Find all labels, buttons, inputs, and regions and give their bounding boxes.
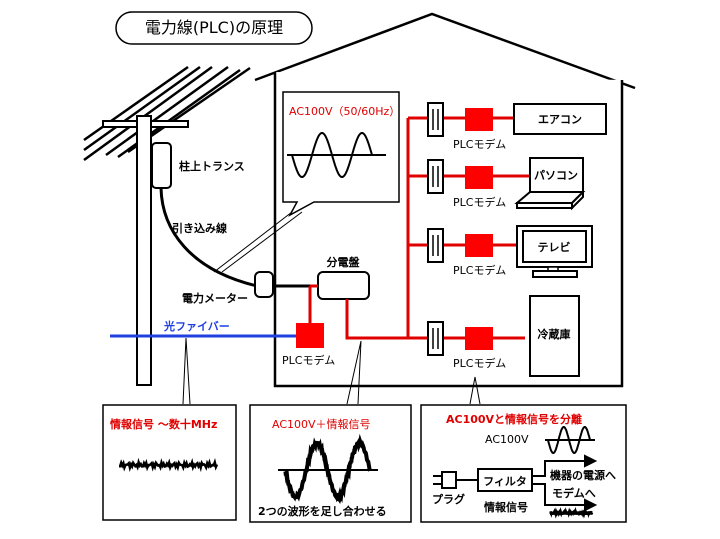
to-modem-label: モデムへ bbox=[552, 486, 596, 500]
ac-sine-wave bbox=[291, 132, 373, 178]
output-arrows bbox=[532, 454, 598, 512]
fridge-box bbox=[529, 295, 580, 377]
entry-plc-modem bbox=[296, 323, 324, 348]
plc-modem bbox=[465, 234, 493, 257]
electricity-meter bbox=[254, 271, 274, 298]
modem-label: PLCモデム bbox=[453, 263, 506, 277]
modem-label: PLCモデム bbox=[453, 356, 506, 370]
transformer-label: 柱上トランス bbox=[179, 159, 245, 173]
plug-label: プラグ bbox=[432, 492, 465, 506]
utility-pole bbox=[102, 115, 189, 386]
meter-label: 電力メーター bbox=[182, 291, 248, 305]
entry-modem-label: PLCモデム bbox=[282, 353, 335, 367]
combined-wave bbox=[283, 433, 372, 505]
overhead-wires bbox=[83, 65, 251, 162]
appliance-row-aircon: PLCモデム エアコン bbox=[427, 102, 607, 151]
combined-callout: AC100V＋情報信号 2つの波形を足し合わせる bbox=[249, 404, 412, 523]
appliance-name: パソコン bbox=[534, 169, 578, 182]
separate-ac-wave bbox=[547, 426, 591, 454]
outlet-icon bbox=[427, 102, 444, 137]
ac-callout: AC100V（50/60Hz） bbox=[282, 91, 400, 217]
signal-callout: 情報信号 ～数十MHz bbox=[102, 404, 237, 521]
appliance-name: 冷蔵庫 bbox=[538, 327, 571, 341]
separate-callout: AC100Vと情報信号を分離 AC100V プラグ フィルタ 情報信号 機器の電… bbox=[420, 404, 627, 523]
aircon-box bbox=[513, 103, 607, 135]
modem-label: PLCモデム bbox=[453, 137, 506, 151]
signal-label: 情報信号 bbox=[484, 500, 528, 514]
callout-pointer-ac bbox=[213, 211, 303, 273]
pole-transformer bbox=[151, 142, 172, 189]
separate-callout-title: AC100Vと情報信号を分離 bbox=[446, 412, 582, 426]
noise-signal-wave bbox=[118, 457, 219, 473]
title-badge: 電力線(PLC)の原理 bbox=[115, 11, 313, 45]
fiber-label: 光ファイバー bbox=[163, 319, 230, 333]
modem-label: PLCモデム bbox=[453, 195, 506, 209]
appliance-row-fridge: PLCモデム 冷蔵庫 bbox=[427, 295, 580, 377]
outlet-icon bbox=[427, 159, 444, 194]
ac-callout-label: AC100V（50/60Hz） bbox=[289, 105, 400, 118]
appliance-name: テレビ bbox=[538, 240, 571, 254]
plc-modem bbox=[465, 108, 493, 131]
tv-icon bbox=[516, 225, 593, 278]
breaker-panel bbox=[317, 271, 370, 300]
filter-label: フィルタ bbox=[483, 475, 527, 488]
combined-caption: 2つの波形を足し合わせる bbox=[258, 504, 387, 518]
callout-pointers bbox=[182, 337, 481, 405]
plc-modem bbox=[465, 166, 493, 189]
signal-callout-title: 情報信号 ～数十MHz bbox=[110, 417, 217, 431]
appliance-name: エアコン bbox=[538, 113, 582, 126]
diagram-title: 電力線(PLC)の原理 bbox=[145, 18, 283, 37]
separate-signal-noise bbox=[549, 506, 594, 519]
filter-box bbox=[477, 468, 533, 492]
breaker-panel-label: 分電盤 bbox=[327, 255, 361, 269]
outlet-icon bbox=[427, 228, 444, 263]
plc-modem bbox=[465, 327, 493, 350]
appliance-row-laptop: PLCモデム パソコン bbox=[427, 157, 586, 211]
separate-ac-label: AC100V bbox=[485, 433, 529, 446]
service-wire-label: 引き込み線 bbox=[172, 221, 227, 235]
service-wire bbox=[159, 187, 258, 288]
to-power-label: 機器の電源へ bbox=[550, 468, 616, 482]
outlet-icon bbox=[427, 321, 444, 356]
laptop-icon bbox=[514, 157, 586, 211]
appliance-row-tv: PLCモデム テレビ bbox=[427, 225, 593, 278]
combined-callout-title: AC100V＋情報信号 bbox=[272, 418, 371, 431]
